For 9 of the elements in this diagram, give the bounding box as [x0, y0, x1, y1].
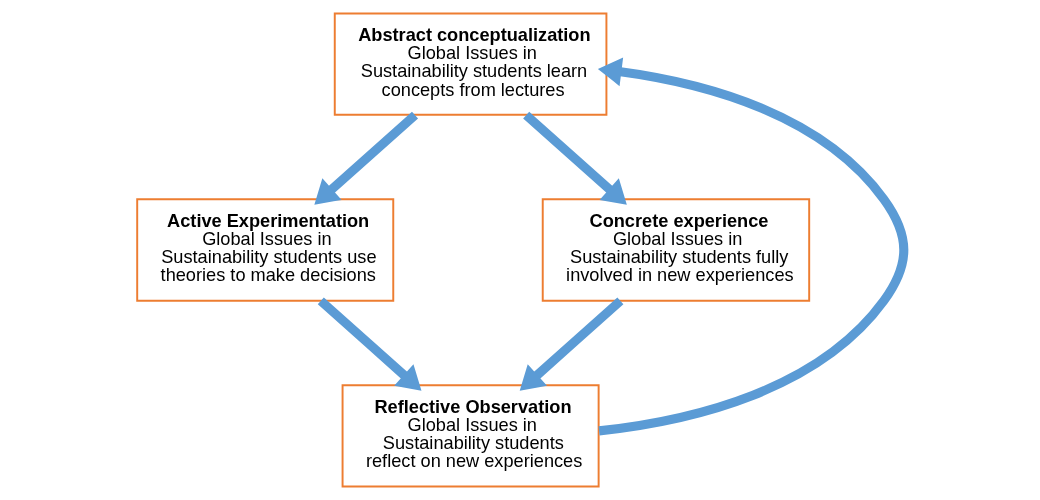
- node-box: Reflective Observation Global Issues in Sustainability students reflect on new experiences: [341, 384, 600, 488]
- node-box: Active Experimentation Global Issues in Sustainability students use theories to make decisions: [135, 198, 394, 302]
- arrow: [522, 111, 627, 205]
- arrow: [519, 297, 623, 391]
- arrow: [317, 297, 421, 391]
- node-box: Concrete experience Global Issues in Sustainability students fully involved in new experiences: [541, 198, 810, 302]
- node-box: Abstract conceptualization Global Issues in Sustainability students learn concepts from lectures: [333, 12, 607, 116]
- arrow: [597, 57, 908, 436]
- arrow: [313, 111, 418, 205]
